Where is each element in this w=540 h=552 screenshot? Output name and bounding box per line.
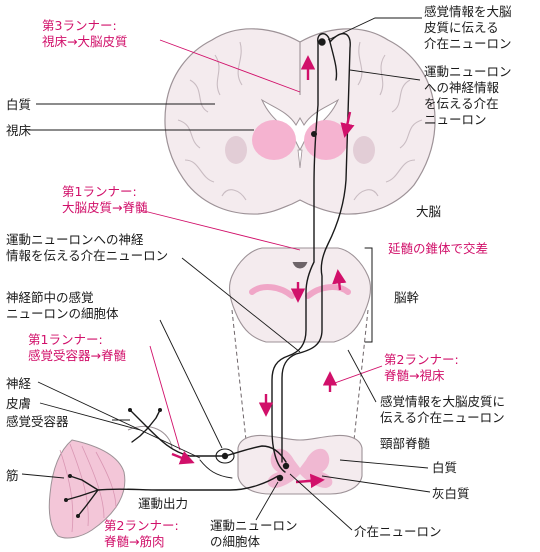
label-thalamus: 視床 (6, 123, 32, 138)
ganglion-cell-body (221, 452, 229, 460)
label-gray-white-matter: 灰白質 (432, 486, 470, 501)
cortex-folds (177, 41, 423, 201)
label-first-runner-b-title: 第1ランナー: (62, 184, 137, 199)
label-sensory-interneuron-l1: 感覚情報を大脳 (424, 4, 512, 19)
receptor-ending (128, 408, 132, 412)
cortical-cell-body (318, 38, 326, 46)
leader-motor-cortex (349, 69, 421, 81)
label-motor-interneuron-l1: 運動ニューロン (424, 64, 512, 79)
thalamic-cell-body (311, 131, 317, 137)
label-motor-info-left-l2: 情報を伝える介在ニューロン (6, 248, 169, 263)
muscle-body (48, 439, 126, 539)
label-motor-interneuron-l3: を伝える介在 (424, 96, 499, 111)
label-white-matter-top: 白質 (6, 97, 32, 112)
label-cervical-cord: 頸部脊髄 (380, 436, 431, 451)
leader-first-runner-a (149, 345, 181, 451)
label-nerve: 神経 (6, 376, 32, 391)
muscle-ending-3 (76, 514, 80, 518)
third-ventricle (297, 149, 303, 169)
motor-cell-body (276, 474, 284, 482)
basal-ganglia-right (353, 136, 375, 164)
muscle-ending-1 (68, 474, 72, 478)
label-ganglion-l2: ニューロンの細胞体 (6, 306, 119, 321)
leader-muscle (21, 473, 65, 479)
label-first-runner-a-title: 第1ランナー: (28, 332, 103, 347)
ascending-sensory-axon (271, 41, 319, 473)
label-medulla-decussation: 延髄の錐体で交差 (388, 241, 489, 256)
leader-ganglion (159, 319, 223, 449)
label-second-runner-a-path: 脊髄→視床 (384, 368, 445, 383)
label-white-matter-cord: 白質 (432, 460, 458, 475)
label-motor-interneuron-l4: ニューロン (424, 112, 487, 127)
arrow-motor-out (295, 473, 325, 489)
cell-bodies (64, 131, 317, 518)
leader-lines (21, 17, 431, 531)
label-motor-cell-body-l2: の細胞体 (210, 534, 261, 549)
label-motor-cell-body-l1: 運動ニューロン (210, 518, 298, 533)
thalamus-right (304, 120, 348, 160)
label-first-runner-b-path: 大脳皮質→脊髄 (62, 200, 148, 215)
leader-motor-left (181, 257, 301, 353)
label-motor-info-left-l1: 運動ニューロンへの神経 (6, 232, 144, 247)
muscle-fibers (59, 443, 117, 533)
label-interneuron: 介在ニューロン (354, 524, 442, 539)
label-third-runner-path: 視床→大脳皮質 (42, 34, 128, 49)
leader-cord-white (339, 459, 429, 469)
label-muscle: 筋 (6, 468, 19, 483)
label-receptor: 感覚受容器 (6, 414, 69, 429)
receptor-ending-2 (158, 408, 162, 412)
label-ganglion-l1: 神経節中の感覚 (6, 290, 94, 305)
label-sensory-interneuron-l3: 介在ニューロン (424, 36, 512, 51)
label-second-runner-b-title: 第2ランナー: (104, 518, 179, 533)
label-second-runner-b-path: 脊髄→筋肉 (104, 534, 165, 549)
sensory-neuron-axon (147, 427, 287, 463)
label-second-runner-a-title: 第2ランナー: (384, 352, 459, 367)
brainstem-section (229, 247, 371, 441)
motor-end-plates (65, 475, 99, 517)
brainstem-gray (249, 284, 351, 299)
descending-motor-axon (281, 33, 351, 463)
label-cerebrum: 大脳 (416, 204, 442, 219)
leader-third-runner (159, 39, 301, 93)
brainstem-bracket (364, 247, 373, 343)
label-third-runner-title: 第3ランナー: (42, 18, 117, 33)
label-first-runner-a-path: 感覚受容器→脊髄 (28, 348, 126, 363)
arrow-brainstem-up (332, 269, 347, 291)
basal-ganglia-left (225, 136, 247, 164)
muscle-ending-2 (64, 498, 68, 502)
label-sensory-to-cortex-l1: 感覚情報を大脳皮質に (380, 394, 506, 409)
label-motor-output: 運動出力 (138, 496, 189, 511)
brain-section (164, 28, 436, 215)
label-motor-interneuron-l2: への神経情報 (424, 80, 500, 95)
interneuron-cell-body (282, 462, 290, 470)
leader-sensory-to-cortex (347, 349, 377, 403)
aqueduct (292, 261, 308, 269)
motor-neuron-axon (97, 475, 279, 491)
thalamus-left (252, 120, 296, 160)
leader-interneuron (289, 473, 353, 531)
label-sensory-interneuron-l2: 皮質に伝える (424, 20, 499, 35)
leader-skin (39, 402, 141, 431)
leader-cord-gray (321, 475, 431, 493)
direction-arrows (171, 55, 355, 489)
leader-second-runner-a (331, 365, 383, 385)
label-skin: 皮膚 (6, 396, 32, 411)
leader-first-runner-b (139, 209, 301, 251)
label-sensory-to-cortex-l2: 伝える介在ニューロン (380, 410, 505, 425)
leader-sensory-cortex (327, 17, 422, 41)
spinal-cord-section (215, 434, 363, 495)
label-brainstem: 脳幹 (394, 290, 420, 305)
arrow-sensory-in (171, 451, 195, 465)
arrow-cortex-down (340, 111, 355, 138)
cord-ganglion-link (199, 459, 233, 479)
leader-motor-cell (255, 481, 279, 521)
